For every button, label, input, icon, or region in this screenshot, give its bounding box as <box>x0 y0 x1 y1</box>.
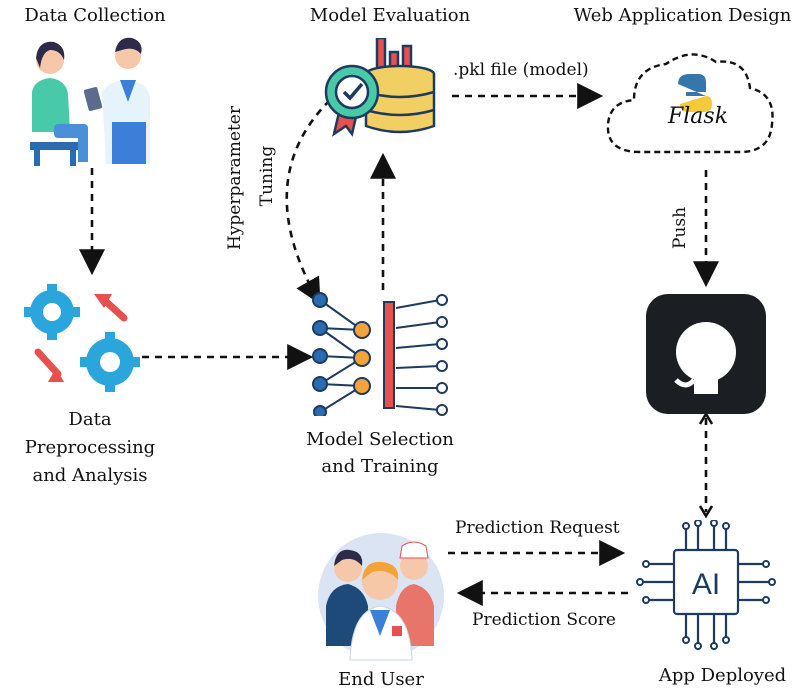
title-model-evaluation: Model Evaluation <box>309 5 471 26</box>
label-prediction-request: Prediction Request <box>455 518 620 538</box>
label-app-deployed: App Deployed <box>658 665 787 686</box>
ai-chip-icon <box>636 520 776 650</box>
label-preprocessing-1: Data <box>68 409 112 430</box>
github-icon <box>646 294 766 414</box>
label-end-user: End User <box>338 669 424 690</box>
title-web-app-design: Web Application Design <box>573 5 792 26</box>
end-user-icon <box>318 533 444 661</box>
model-evaluation-icon <box>324 38 436 137</box>
label-preprocessing-2: Preprocessing <box>24 437 156 458</box>
label-model-selection-1: Model Selection <box>306 429 454 450</box>
patient-doctor-icon <box>30 37 150 166</box>
label-pkl-file: .pkl file (model) <box>453 60 589 80</box>
label-prediction-score: Prediction Score <box>472 610 616 630</box>
label-preprocessing-3: and Analysis <box>32 465 148 486</box>
flask-cloud-icon <box>606 53 774 154</box>
neural-network-icon <box>312 292 448 416</box>
title-data-collection: Data Collection <box>24 5 166 26</box>
label-tuning: Tuning <box>257 145 277 207</box>
arrow-hyperparameter-tuning <box>285 99 331 305</box>
flask-logo-text: Flask <box>668 104 729 129</box>
ai-chip-text: AI <box>691 568 721 601</box>
label-push: Push <box>670 206 690 250</box>
data-preprocessing-gears-icon <box>24 284 140 392</box>
label-hyperparameter: Hyperparameter <box>225 106 245 250</box>
label-model-selection-2: and Training <box>321 456 439 477</box>
